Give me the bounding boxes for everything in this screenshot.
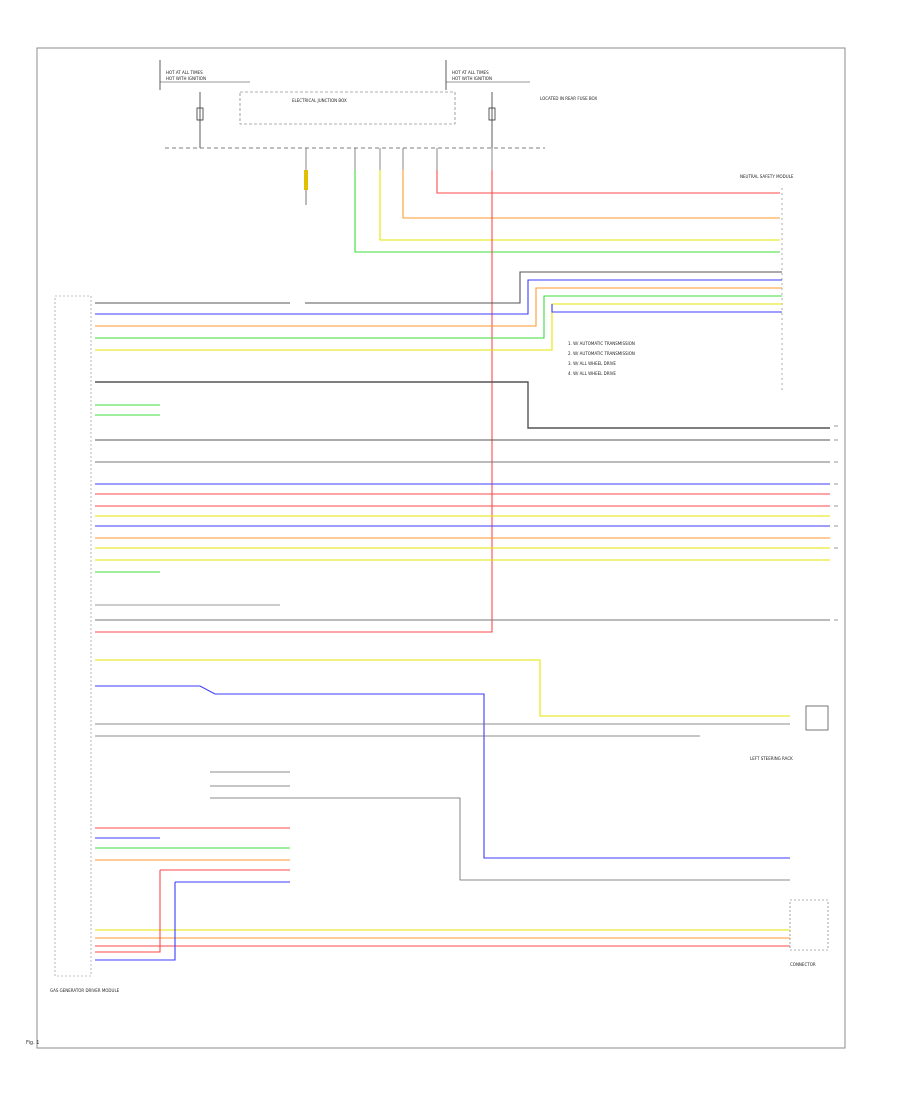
bus-drops [305,148,493,170]
right-fuse-sub: HOT WITH IGNITION [452,76,492,81]
right-top-module-label: NEUTRAL SAFETY MODULE [740,174,794,179]
connector-box [789,899,829,951]
notes-list: 1. W/ AUTOMATIC TRANSMISSION 2. W/ AUTOM… [568,341,635,376]
wire-red-vertical [95,170,493,633]
bundle-lower [95,827,790,961]
right-bottom-module-box [805,705,829,731]
bundle-middle [95,483,830,561]
fuse-box-right: HOT AT ALL TIMES HOT WITH IGNITION [445,60,530,90]
note-4: 4. W/ ALL WHEEL DRIVE [568,371,616,376]
diagram-border [36,47,846,1049]
fuse-box-left: HOT AT ALL TIMES HOT WITH IGNITION [159,60,250,90]
wire-stub-yellow [304,170,308,190]
fuse-symbols [196,92,496,148]
left-fuse-sub: HOT WITH IGNITION [166,76,206,81]
junction-box-label: ELECTRICAL JUNCTION BOX [292,98,347,103]
right-fuse-label: HOT AT ALL TIMES [452,70,489,75]
wire-dark-1 [95,381,830,429]
note-1: 1. W/ AUTOMATIC TRANSMISSION [568,341,635,346]
note-2: 2. W/ AUTOMATIC TRANSMISSION [568,351,635,356]
switch-lines [95,723,790,881]
right-side-note: LOCATED IN REAR FUSE BOX [540,96,597,101]
right-edge-connectors [834,425,838,621]
bundle-upper [95,271,782,351]
right-bottom-module-label: LEFT STEERING RACK [750,756,793,761]
wire-yellow-top [379,170,780,241]
left-fuse-label: HOT AT ALL TIMES [166,70,203,75]
junction-box [239,91,456,125]
wire-orange-top [402,170,780,219]
green-pair [95,404,160,416]
connector-label: CONNECTOR [790,962,816,967]
page-number: Fig. 1 [26,1040,40,1046]
left-module-box [54,295,92,977]
wire-red-top [436,170,780,194]
wire-green-top [354,170,780,253]
wire-yellow-lower [95,659,790,717]
wire-blue-lower [95,685,790,859]
note-3: 3. W/ ALL WHEEL DRIVE [568,361,616,366]
left-module-label: GAS GENERATOR DRIVER MODULE [50,988,120,993]
